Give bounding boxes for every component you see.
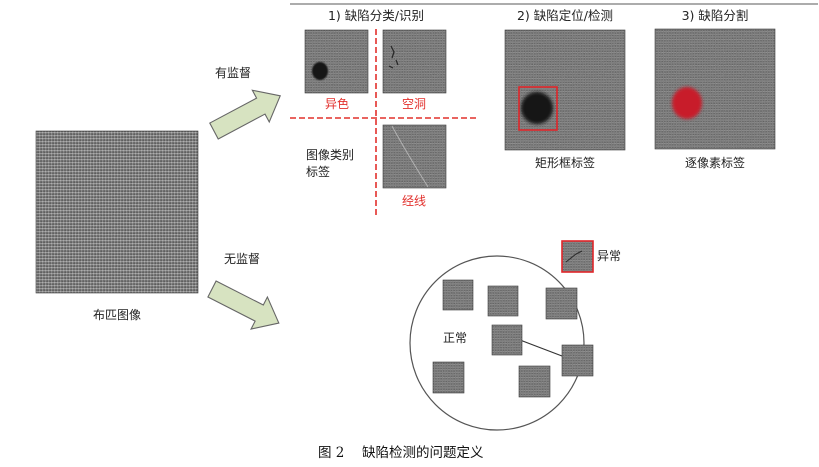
supervised-arrow [206,80,289,147]
unsupervised-arrow [204,273,287,339]
segmentation-mask [672,87,702,119]
normal-label: 正常 [443,331,467,345]
supervised-label: 有监督 [215,65,251,80]
source-fabric-image [36,131,198,293]
normal-patch [519,366,550,397]
class-label-hole-defect: 空洞 [402,97,426,111]
normal-patch [562,345,593,376]
detection-title: 2) 缺陷定位/检测 [517,8,613,23]
classification-sample-warp-defect [383,125,446,188]
normal-patch [492,325,522,355]
label-type-line-1: 图像类别 [306,148,354,162]
segmentation-label-type: 逐像素标签 [685,155,745,170]
normal-patch [546,288,577,319]
label-type-line-2: 标签 [306,164,330,179]
segmentation-title: 3) 缺陷分割 [682,8,749,23]
figure-caption: 缺陷检测的问题定义 [362,445,484,461]
normal-patch [443,280,473,310]
class-label-color-defect: 异色 [325,97,349,111]
figure-number: 图 2 [318,445,344,461]
normal-patch [433,362,464,393]
anomaly-label: 异常 [597,249,621,263]
source-image-label: 布匹图像 [93,308,141,322]
classification-sample-hole-defect [383,30,446,93]
classification-sample-color-defect [305,30,368,93]
normal-patch [488,286,518,316]
detection-label-type: 矩形框标签 [535,155,595,170]
segmentation-sample-image [655,29,775,149]
class-label-warp-defect: 经线 [402,194,426,208]
classification-title: 1) 缺陷分类/识别 [328,8,424,23]
detection-sample-image [505,30,625,150]
unsupervised-label: 无监督 [224,251,260,266]
anomaly-patch [562,241,593,272]
